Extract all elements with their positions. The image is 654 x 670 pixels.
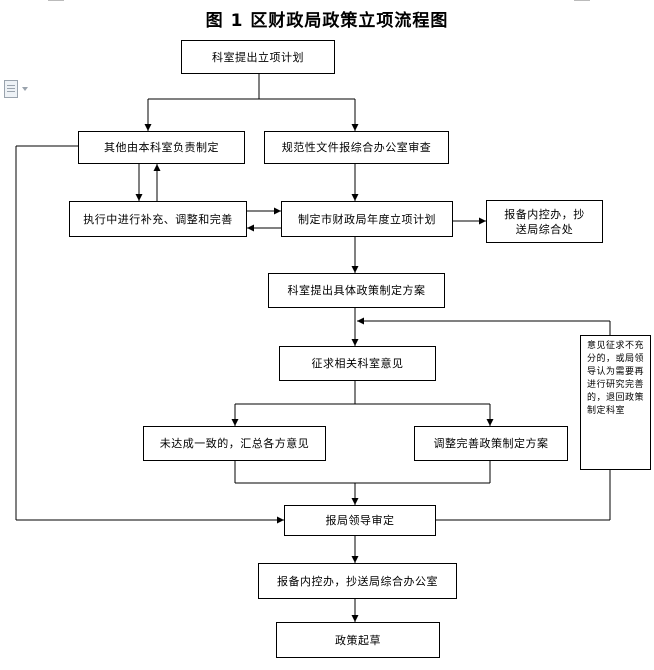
box-report-control-1: 报备内控办，抄送局综合处	[486, 200, 603, 243]
box-execution-adjust: 执行中进行补充、调整和完善	[69, 201, 247, 237]
box-adjust-plan: 调整完善政策制定方案	[414, 426, 568, 461]
box-normative-review: 规范性文件报综合办公室审查	[264, 131, 449, 164]
box-annual-plan: 制定市财政局年度立项计划	[281, 201, 453, 237]
document-icon[interactable]	[4, 80, 34, 100]
box-other-dept: 其他由本科室负责制定	[78, 131, 245, 164]
box-propose-plan: 科室提出立项计划	[181, 40, 335, 74]
top-edge-mark-left	[48, 0, 64, 1]
box-report-control-2: 报备内控办，抄送局综合办公室	[258, 563, 457, 599]
box-specific-plan: 科室提出具体政策制定方案	[268, 273, 445, 308]
box-leader-review: 报局领导审定	[284, 505, 436, 536]
box-policy-draft: 政策起草	[276, 622, 440, 658]
box-disagree-summary: 未达成一致的，汇总各方意见	[143, 426, 326, 461]
top-edge-mark-right	[574, 0, 590, 1]
box-solicit-opinions: 征求相关科室意见	[279, 346, 436, 381]
page-title: 图 1 区财政局政策立项流程图	[205, 11, 449, 31]
chevron-down-icon	[22, 87, 28, 91]
box-return-note: 意见征求不充分的，或局领导认为需要再进行研究完善的，退回政策制定科室	[580, 335, 651, 470]
